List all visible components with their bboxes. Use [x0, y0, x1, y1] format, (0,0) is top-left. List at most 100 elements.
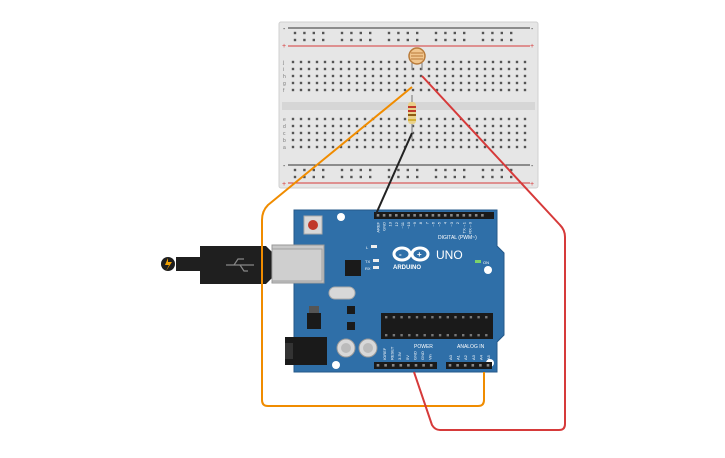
socket-pin [408, 316, 411, 319]
breadboard-hole [299, 124, 303, 128]
orange-wire[interactable] [261, 86, 485, 407]
header-pin[interactable] [481, 214, 484, 217]
breadboard-hole [491, 74, 495, 78]
breadboard-hole [291, 145, 295, 149]
breadboard-hole [340, 38, 344, 42]
breadboard-hole [491, 131, 495, 135]
digital-pin-label: 2 [455, 221, 460, 224]
breadboard-hole [443, 81, 447, 85]
resistor-band [408, 114, 416, 116]
breadboard-hole [481, 168, 485, 172]
breadboard-hole [467, 131, 471, 135]
breadboard-hole [463, 31, 466, 35]
breadboard-hole [475, 117, 479, 121]
breadboard-hole [299, 60, 303, 64]
header-pin[interactable] [391, 364, 395, 367]
breadboard-hole [467, 145, 471, 149]
header-pin[interactable] [401, 214, 404, 217]
header-pin[interactable] [376, 214, 380, 217]
breadboard-hole [459, 67, 463, 71]
breadboard-hole [379, 74, 383, 78]
breadboard-hole [427, 138, 431, 142]
header-pin[interactable] [448, 364, 452, 367]
breadboard-hole [483, 81, 487, 85]
breadboard-hole [491, 31, 494, 35]
header-pin[interactable] [471, 364, 475, 367]
header-pin[interactable] [486, 364, 490, 367]
breadboard-hole [387, 88, 391, 92]
header-pin[interactable] [407, 214, 410, 217]
reset-button[interactable] [308, 220, 318, 230]
header-pin[interactable] [419, 214, 422, 217]
header-pin[interactable] [463, 364, 467, 367]
header-pin[interactable] [429, 364, 433, 367]
header-pin[interactable] [395, 214, 398, 217]
power-pin-label: 3.3V [397, 351, 402, 360]
header-pin[interactable] [422, 364, 425, 367]
breadboard-hole [315, 117, 319, 121]
breadboard-hole [395, 60, 399, 64]
header-pin[interactable] [413, 214, 416, 217]
breadboard-hole [491, 168, 494, 172]
breadboard-hole [483, 74, 487, 78]
breadboard-hole [507, 145, 511, 149]
header-pin[interactable] [450, 214, 453, 217]
header-pin[interactable] [388, 214, 392, 217]
breadboard-hole [379, 138, 383, 142]
header-pin[interactable] [462, 214, 466, 217]
socket-pin [469, 334, 473, 337]
black-wire[interactable] [375, 132, 413, 215]
header-pin[interactable] [376, 364, 380, 367]
rx-led [373, 266, 379, 269]
breadboard-hole [307, 81, 311, 85]
top-rail-plus-sign-right: + [530, 43, 534, 50]
breadboard-hole [363, 138, 367, 142]
header-pin[interactable] [399, 364, 403, 367]
breadboard-hole [523, 124, 527, 128]
breadboard-hole [315, 88, 319, 92]
on-led [475, 260, 481, 263]
header-pin[interactable] [437, 214, 441, 217]
breadboard-hole [379, 131, 383, 135]
breadboard-hole [339, 60, 343, 64]
power-pin-label: GND [412, 351, 417, 360]
breadboard-hole [312, 168, 315, 172]
header-pin[interactable] [456, 364, 459, 367]
breadboard-hole [303, 175, 306, 179]
breadboard-hole [350, 38, 353, 42]
header-pin[interactable] [443, 214, 447, 217]
breadboard-hole [483, 117, 487, 121]
header-pin[interactable] [474, 214, 478, 217]
header-pin[interactable] [425, 214, 429, 217]
photoresistor[interactable] [408, 47, 426, 70]
breadboard-hole [515, 131, 519, 135]
breadboard-hole [475, 74, 479, 78]
socket-pin [400, 316, 403, 319]
header-pin[interactable] [384, 364, 387, 367]
bottom-rail-plus-sign-left: + [282, 181, 286, 188]
header-pin[interactable] [407, 364, 410, 367]
breadboard-hole [363, 81, 367, 85]
breadboard-hole [510, 175, 513, 179]
usb-cable[interactable] [161, 246, 323, 284]
breadboard-hole [444, 168, 447, 172]
header-pin[interactable] [479, 364, 482, 367]
header-pin[interactable] [456, 214, 459, 217]
header-pin[interactable] [382, 214, 386, 217]
breadboard-hole [339, 67, 343, 71]
resistor[interactable] [408, 95, 416, 140]
breadboard-hole [499, 88, 503, 92]
breadboard-hole [459, 138, 463, 142]
breadboard-hole [483, 131, 487, 135]
breadboard-hole [515, 67, 519, 71]
red-wire[interactable] [413, 75, 566, 431]
breadboard-hole [387, 175, 391, 179]
breadboard-hole [443, 88, 447, 92]
header-pin[interactable] [468, 214, 472, 217]
header-pin[interactable] [431, 214, 435, 217]
breadboard-hole [507, 67, 511, 71]
header-pin[interactable] [414, 364, 418, 367]
arduino-brand: ARDUINO [393, 265, 421, 271]
